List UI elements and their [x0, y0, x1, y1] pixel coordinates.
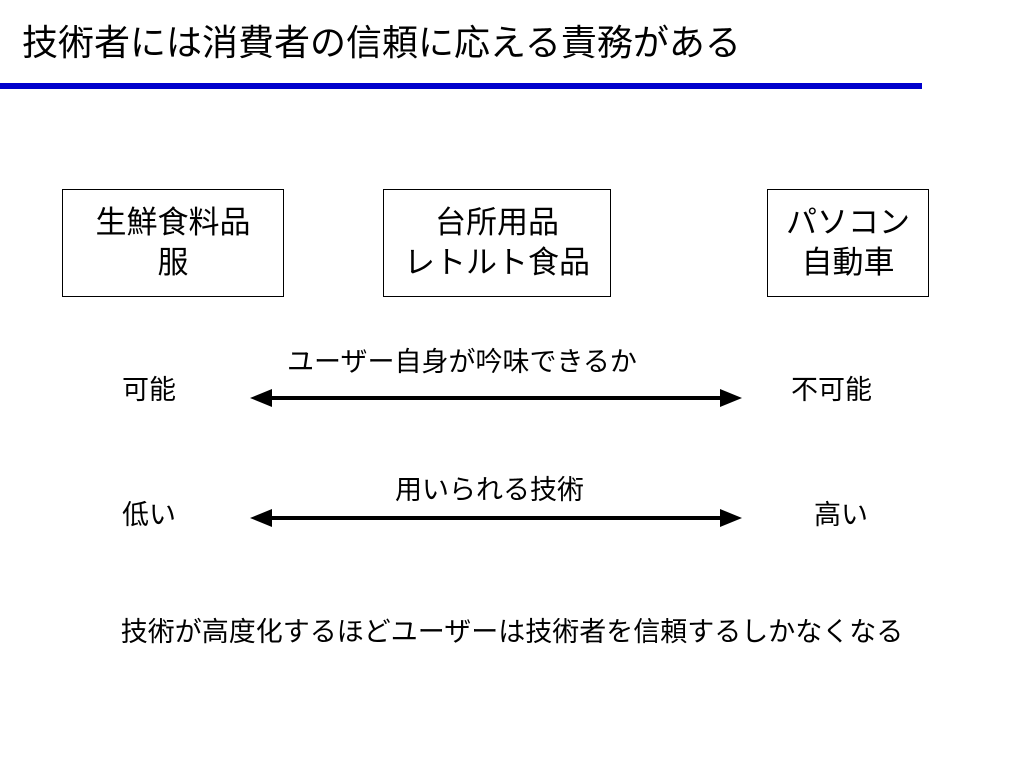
slide-title: 技術者には消費者の信頼に応える責務がある: [22, 23, 741, 64]
box-kitchen-line1: 台所用品: [435, 205, 559, 241]
box-perishables: 生鮮食料品 服: [62, 189, 284, 297]
row1-caption: ユーザー自身が吟味できるか: [287, 347, 637, 378]
box-perishables-line2: 服: [157, 245, 189, 281]
box-computers: パソコン 自動車: [767, 189, 929, 297]
row2-left-label: 低い: [122, 500, 176, 531]
box-kitchen: 台所用品 レトルト食品: [383, 189, 611, 297]
row2-caption: 用いられる技術: [395, 475, 584, 506]
box-computers-line1: パソコン: [786, 205, 910, 241]
conclusion-text: 技術が高度化するほどユーザーは技術者を信頼するしかなくなる: [120, 617, 904, 648]
box-computers-line2: 自動車: [801, 245, 895, 281]
box-kitchen-line2: レトルト食品: [404, 245, 590, 281]
row2-right-label: 高い: [814, 500, 868, 531]
row1-double-arrow: [250, 389, 742, 407]
title-underline: [0, 83, 922, 89]
box-perishables-line1: 生鮮食料品: [95, 205, 251, 241]
row1-left-label: 可能: [122, 375, 176, 406]
row2-double-arrow: [250, 509, 742, 527]
row1-right-label: 不可能: [791, 375, 872, 406]
